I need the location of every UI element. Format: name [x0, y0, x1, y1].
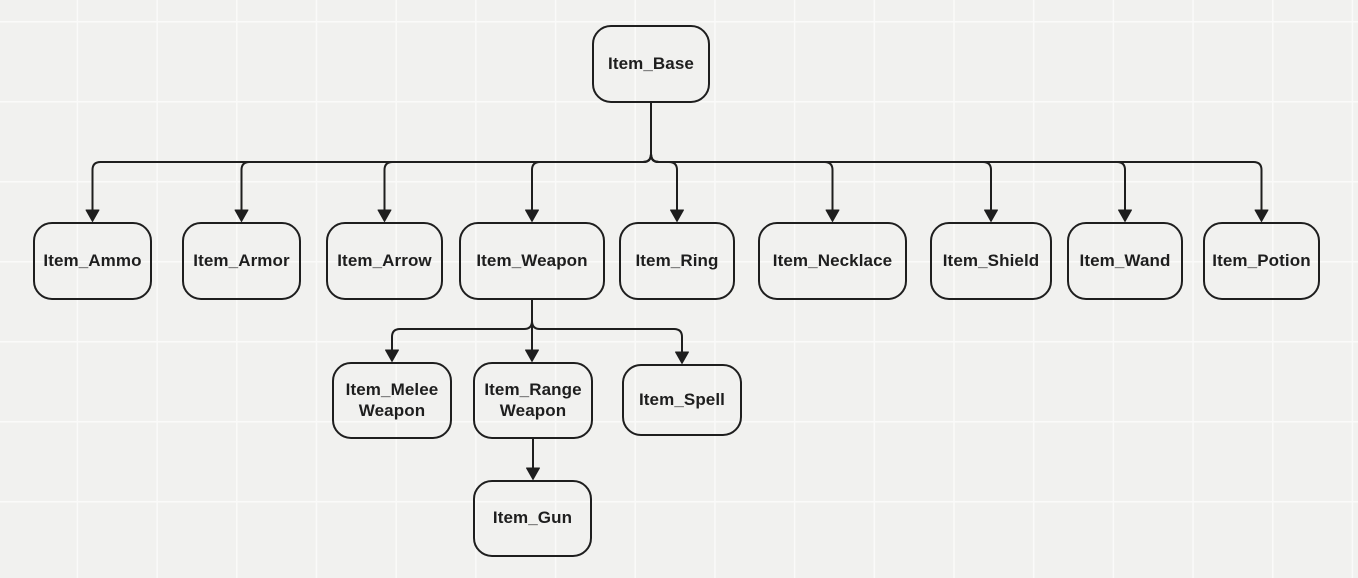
edge-weapon-to-melee — [391, 299, 533, 352]
edge-base-to-weapon — [531, 102, 652, 212]
arrowhead-gun — [526, 467, 540, 480]
edge-base-to-potion — [650, 102, 1263, 212]
node-weapon[interactable]: Item_Weapon — [459, 222, 605, 300]
node-wand[interactable]: Item_Wand — [1067, 222, 1183, 300]
node-label: Item_Ammo — [43, 250, 142, 270]
node-armor[interactable]: Item_Armor — [182, 222, 301, 300]
edge-weapon-to-spell — [531, 299, 683, 354]
node-label: Item_Ring — [635, 250, 719, 270]
node-label: Item_Necklace — [772, 250, 893, 270]
edge-base-to-ring — [650, 102, 678, 212]
arrowhead-necklace — [825, 209, 840, 222]
arrowhead-melee — [385, 349, 399, 362]
node-shield[interactable]: Item_Shield — [930, 222, 1052, 300]
node-label: Item_Weapon — [476, 250, 588, 270]
edge-base-to-necklace — [650, 102, 834, 212]
edge-base-to-arrow — [383, 102, 652, 212]
node-range[interactable]: Item_Range Weapon — [473, 362, 593, 439]
edge-base-to-shield — [650, 102, 992, 212]
node-label: Item_Melee Weapon — [345, 379, 439, 420]
node-base[interactable]: Item_Base — [592, 25, 710, 103]
arrowhead-potion — [1254, 209, 1269, 222]
node-melee[interactable]: Item_Melee Weapon — [332, 362, 452, 439]
node-potion[interactable]: Item_Potion — [1203, 222, 1320, 300]
node-label: Item_Base — [608, 53, 694, 73]
edge-base-to-ammo — [91, 102, 652, 212]
node-label: Item_Potion — [1212, 250, 1311, 270]
arrowhead-wand — [1118, 209, 1132, 222]
node-label: Item_Gun — [492, 508, 573, 528]
edge-base-to-wand — [650, 102, 1126, 212]
node-label: Item_Spell — [638, 389, 726, 409]
node-arrow[interactable]: Item_Arrow — [326, 222, 443, 300]
node-label: Item_Range Weapon — [484, 379, 582, 420]
node-ammo[interactable]: Item_Ammo — [33, 222, 152, 300]
node-label: Item_Arrow — [337, 250, 432, 270]
arrowhead-armor — [234, 209, 249, 222]
node-label: Item_Wand — [1079, 250, 1171, 270]
arrowhead-spell — [675, 351, 689, 364]
edge-base-to-armor — [240, 102, 652, 212]
arrowhead-weapon — [525, 209, 539, 222]
node-necklace[interactable]: Item_Necklace — [758, 222, 907, 300]
node-gun[interactable]: Item_Gun — [473, 480, 592, 557]
arrowhead-ammo — [85, 209, 100, 222]
arrowhead-arrow — [377, 209, 392, 222]
arrowhead-ring — [670, 209, 684, 222]
node-spell[interactable]: Item_Spell — [622, 364, 742, 436]
arrowhead-shield — [984, 209, 998, 222]
node-label: Item_Armor — [193, 250, 290, 270]
node-label: Item_Shield — [942, 250, 1040, 270]
arrowhead-range — [525, 349, 539, 362]
node-ring[interactable]: Item_Ring — [619, 222, 735, 300]
